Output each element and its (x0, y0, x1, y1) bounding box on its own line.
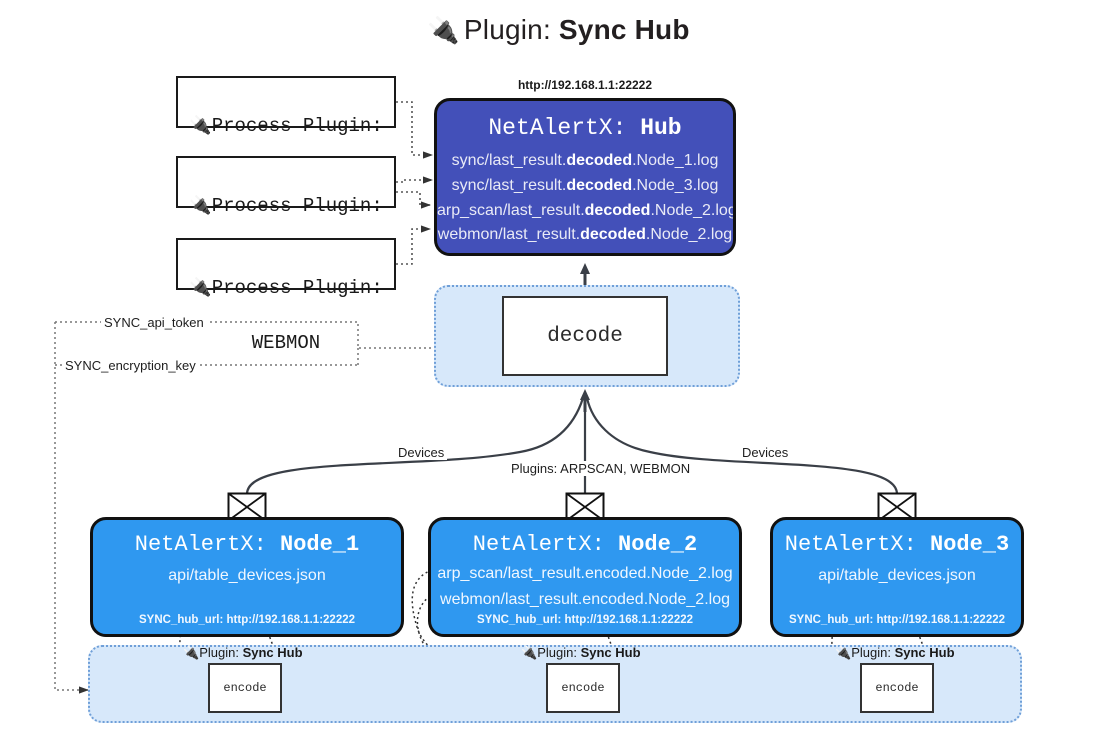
hub-log-pre: webmon/last_result. (437, 226, 581, 244)
process-plugin-label: Process Plugin: (211, 276, 383, 299)
node-box-node-2[interactable]: NetAlertX: Node_2 arp_scan/last_result.e… (428, 517, 742, 637)
plug-icon: 🔌 (189, 194, 212, 216)
node-title-name: Node_3 (930, 532, 1010, 557)
hub-log-line: sync/last_result.decoded.Node_3.log (437, 174, 733, 199)
decode-box[interactable]: decode (502, 296, 668, 376)
node-title: NetAlertX: Node_3 (773, 532, 1021, 557)
envelope-icon (227, 492, 267, 522)
node-footer: SYNC_hub_url: http://192.168.1.1:22222 (138, 614, 356, 626)
hub-log-post: .Node_2.log (645, 226, 733, 244)
edge-label-devices-left: Devices (395, 445, 448, 460)
hub-log-pre: sync/last_result. (451, 176, 567, 194)
page-title-prefix: Plugin: (463, 14, 559, 45)
hub-title: NetAlertX: Hub (437, 115, 733, 141)
encode-box-node-2[interactable]: encode (546, 663, 620, 713)
page-title-name: Sync Hub (558, 14, 690, 45)
hub-log-list: sync/last_result.decoded.Node_1.log sync… (437, 149, 733, 248)
plugin-tag-node-2: 🔌Plugin: Sync Hub (521, 645, 641, 661)
process-plugin-box-arpscan[interactable]: 🔌Process Plugin: ARPSCAN (176, 156, 396, 272)
node-log-line: webmon/last_result.encoded.Node_2.log (440, 591, 730, 609)
hub-log-pre: arp_scan/last_result. (437, 201, 585, 219)
node-title-prefix: NetAlertX: (472, 532, 618, 557)
hub-title-name: Hub (640, 115, 682, 141)
node-box-node-3[interactable]: NetAlertX: Node_3 api/table_devices.json… (770, 517, 1024, 637)
plugin-tag-node-3: 🔌Plugin: Sync Hub (835, 645, 955, 661)
plugin-tag-name: Sync Hub (242, 645, 303, 660)
hub-log-post: .Node_3.log (632, 176, 719, 194)
node-footer: SYNC_hub_url: http://192.168.1.1:22222 (788, 614, 1006, 626)
decode-label: decode (547, 324, 623, 348)
node-log-line: api/table_devices.json (818, 567, 976, 584)
hub-log-pre: sync/last_result. (451, 152, 567, 169)
hub-log-mid: decoded (584, 201, 651, 219)
hub-log-mid: decoded (580, 226, 646, 244)
hub-log-mid: decoded (566, 176, 633, 194)
process-plugin-box-sync[interactable]: 🔌Process Plugin: SYNC (176, 76, 396, 192)
node-title: NetAlertX: Node_2 (431, 532, 739, 557)
page-title: 🔌Plugin: Sync Hub (0, 14, 1117, 46)
encode-label: encode (223, 681, 267, 695)
plugin-tag-name: Sync Hub (580, 645, 641, 660)
hub-log-line: webmon/last_result.decoded.Node_2.log (437, 223, 733, 248)
node-title-name: Node_2 (618, 532, 698, 557)
encode-box-node-3[interactable]: encode (860, 663, 934, 713)
hub-box[interactable]: NetAlertX: Hub sync/last_result.decoded.… (434, 98, 736, 256)
process-plugin-label: Process Plugin: (211, 194, 383, 217)
node-footer: SYNC_hub_url: http://192.168.1.1:22222 (476, 614, 694, 626)
plug-icon: 🔌 (189, 276, 212, 298)
plug-icon: 🔌 (183, 646, 200, 661)
plugin-tag-prefix: Plugin: (851, 645, 895, 660)
node-title-prefix: NetAlertX: (784, 532, 930, 557)
encode-label: encode (561, 681, 605, 695)
edge-label-devices-right: Devices (739, 445, 792, 460)
plug-icon: 🔌 (427, 15, 460, 45)
node-title: NetAlertX: Node_1 (93, 532, 401, 557)
hub-title-prefix: NetAlertX: (488, 115, 641, 141)
sync-api-token-label: SYNC_api_token (101, 315, 207, 330)
process-plugin-name: WEBMON (251, 331, 321, 354)
hub-log-mid: decoded (566, 152, 633, 169)
plug-icon: 🔌 (835, 646, 852, 661)
node-box-node-1[interactable]: NetAlertX: Node_1 api/table_devices.json… (90, 517, 404, 637)
hub-log-line: arp_scan/last_result.decoded.Node_2.log (437, 199, 733, 224)
envelope-icon (877, 492, 917, 522)
hub-log-line: sync/last_result.decoded.Node_1.log (437, 149, 733, 174)
process-plugin-label: Process Plugin: (211, 114, 383, 137)
hub-log-post: .Node_2.log (650, 201, 736, 219)
plug-icon: 🔌 (189, 114, 212, 136)
plugin-tag-prefix: Plugin: (199, 645, 243, 660)
encode-box-node-1[interactable]: encode (208, 663, 282, 713)
plug-icon: 🔌 (521, 646, 538, 661)
process-plugin-box-webmon[interactable]: 🔌Process Plugin: WEBMON (176, 238, 396, 354)
node-log-line: arp_scan/last_result.encoded.Node_2.log (437, 565, 733, 582)
node-title-name: Node_1 (280, 532, 360, 557)
sync-encryption-key-label: SYNC_encryption_key (62, 358, 199, 373)
hub-log-post: .Node_1.log (632, 152, 719, 169)
node-log-line: api/table_devices.json (168, 567, 326, 584)
hub-url-label: http://192.168.1.1:22222 (517, 78, 653, 92)
plugin-tag-node-1: 🔌Plugin: Sync Hub (183, 645, 303, 661)
encode-label: encode (875, 681, 919, 695)
node-title-prefix: NetAlertX: (134, 532, 280, 557)
plugin-tag-prefix: Plugin: (537, 645, 581, 660)
edge-label-plugins-center: Plugins: ARPSCAN, WEBMON (508, 461, 694, 476)
plugin-tag-name: Sync Hub (894, 645, 955, 660)
